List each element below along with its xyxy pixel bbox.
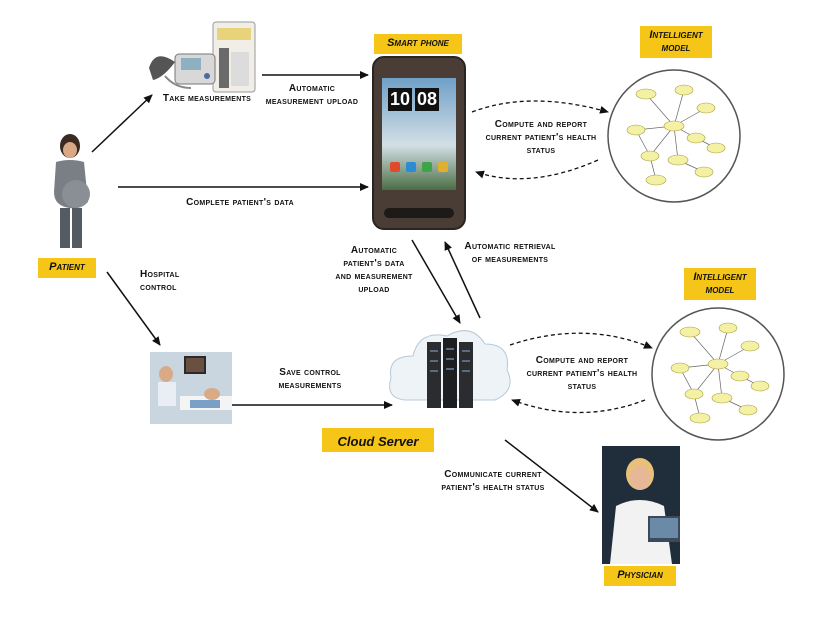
cloud-server-badge: Cloud Server xyxy=(322,428,434,452)
automatic-patient-data-upload-label: Automatic patient's data and measurement… xyxy=(335,245,413,295)
arrow-cloud-to-phone xyxy=(444,241,481,319)
app-icon xyxy=(406,162,416,172)
intelligent-model-network-top xyxy=(607,69,741,203)
communicate-status-label: Communicate current patient's health sta… xyxy=(441,469,545,493)
compute-report-bottom-label: Compute and report current patient's hea… xyxy=(526,355,638,392)
intelligent-model-top-badge: Intelligent model xyxy=(640,26,712,58)
compute-report-top-label: Compute and report current patient's hea… xyxy=(485,119,597,156)
intelligent-model-network-bottom xyxy=(651,307,785,441)
smart-phone-badge: Smart phone xyxy=(374,34,462,54)
arrow-model-bottom-to-cloud xyxy=(511,399,646,414)
take-measurements-label: Take measurements xyxy=(162,93,252,104)
phone-screen: 10 08 xyxy=(382,78,456,190)
phone-buttons xyxy=(384,208,454,218)
phone-clock-hour: 10 xyxy=(388,88,413,111)
arrow-phone-to-cloud xyxy=(411,239,461,324)
arrow-cloud-to-model-bottom xyxy=(509,332,653,349)
app-icon xyxy=(438,162,448,172)
app-icon xyxy=(390,162,400,172)
measurement-devices-image xyxy=(149,21,256,93)
save-control-measurements-label: Save control measurements xyxy=(278,367,342,391)
automatic-retrieval-label: Automatic retrieval of measurements xyxy=(464,241,556,265)
hospital-control-label: Hospital control xyxy=(140,269,180,293)
arrow-cloud-to-physician xyxy=(504,439,599,513)
arrow-phone-to-model-top xyxy=(471,100,609,114)
physician-image xyxy=(602,446,680,564)
arrow-patient-to-devices xyxy=(91,94,153,153)
physician-badge: Physician xyxy=(604,566,676,586)
arrow-model-top-to-phone xyxy=(475,159,599,180)
cloud-server-image xyxy=(389,330,511,408)
arrow-patient-to-hospital xyxy=(106,271,161,346)
patient-image xyxy=(54,134,90,248)
smart-phone-image: 10 08 xyxy=(372,56,466,230)
hospital-control-image xyxy=(150,352,232,424)
automatic-measurement-upload-label: Automatic measurement upload xyxy=(265,83,359,107)
complete-patient-data-label: Complete patient's data xyxy=(186,197,294,208)
patient-badge: Patient xyxy=(38,258,96,278)
phone-clock-minute: 08 xyxy=(415,88,440,111)
app-icon xyxy=(422,162,432,172)
intelligent-model-bottom-badge: Intelligent model xyxy=(684,268,756,300)
